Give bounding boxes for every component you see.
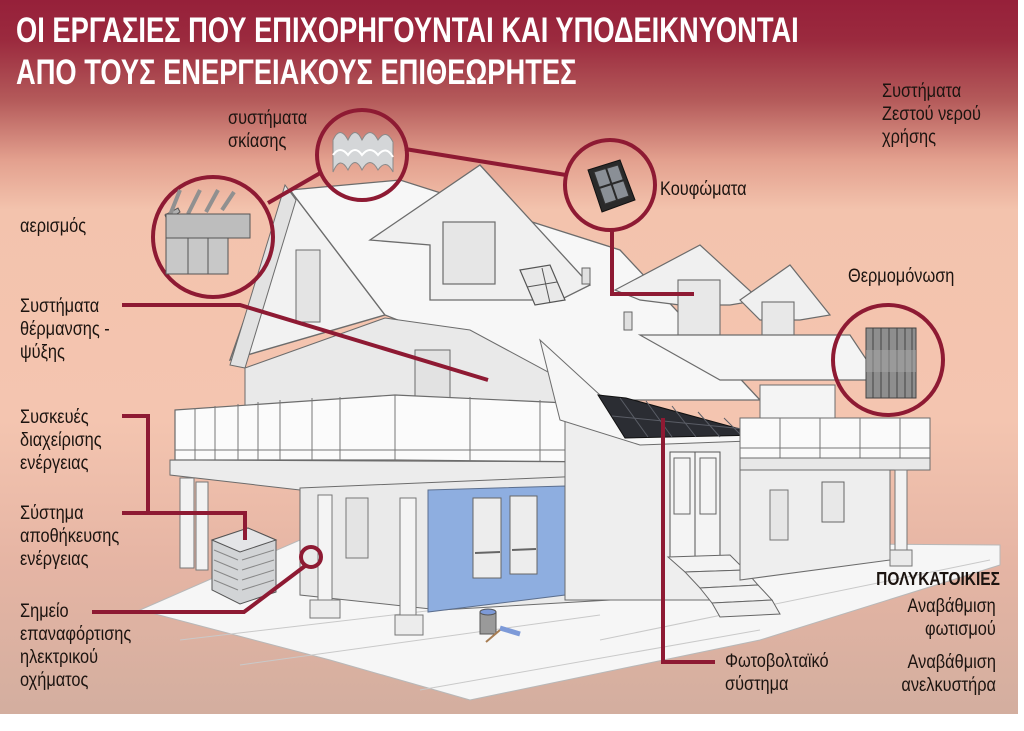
apartment-item-lighting-upgrade: Αναβάθμιση φωτισμού <box>908 595 996 641</box>
label-line: Σύστημα <box>20 503 84 524</box>
label-heating-cooling: Συστήματα θέρμανσης - ψύξης <box>20 295 110 364</box>
label-line: ενέργειας <box>20 453 89 474</box>
label-energy-storage: Σύστημα αποθήκευσης ενέργειας <box>20 502 119 571</box>
label-line: Κουφώματα <box>660 179 747 200</box>
label-line: Συστήματα <box>20 296 100 317</box>
label-ev-charging-point: Σημείο επαναφόρτισης ηλεκτρικού οχήματος <box>20 600 131 692</box>
label-line: ανελκυστήρα <box>901 675 996 696</box>
label-line: Αναβάθμιση <box>907 652 996 673</box>
label-line: θέρμανσης - <box>20 319 110 340</box>
label-line: διαχείρισης <box>20 430 102 451</box>
label-line: επαναφόρτισης <box>20 624 132 645</box>
label-windows: Κουφώματα <box>660 178 747 201</box>
label-line: σύστημα <box>725 674 789 695</box>
page-title-line-1: ΟΙ ΕΡΓΑΣΙΕΣ ΠΟΥ ΕΠΙΧΟΡΗΓΟΥΝΤΑΙ ΚΑΙ ΥΠΟΔΕ… <box>16 11 799 50</box>
apartment-buildings-heading: ΠΟΛΥΚΑΤΟΙΚΙΕΣ <box>876 569 1000 589</box>
ventilation-callout-circle <box>151 175 275 299</box>
label-line: ψύξης <box>20 342 65 363</box>
label-line: Συσκευές <box>20 407 89 428</box>
label-thermal-insulation: Θερμομόνωση <box>848 265 954 288</box>
label-line: Σημείο <box>20 601 69 622</box>
label-line: Φωτοβολταϊκό <box>725 651 829 672</box>
label-energy-management-devices: Συσκευές διαχείρισης ενέργειας <box>20 406 102 475</box>
label-line: σκίασης <box>228 131 287 152</box>
label-line: Ζεστού νερού <box>882 104 981 125</box>
label-line: φωτισμού <box>925 619 996 640</box>
label-line: αερισμός <box>20 216 87 237</box>
label-line: οχήματος <box>20 670 89 691</box>
shading-callout-circle <box>315 108 409 202</box>
label-line: ενέργειας <box>20 549 89 570</box>
insulation-callout-circle <box>831 303 945 417</box>
label-line: χρήσης <box>882 127 937 148</box>
window-callout-circle <box>563 138 657 232</box>
label-ventilation: αερισμός <box>20 215 86 238</box>
page-title-line-2: ΑΠΟ ΤΟΥΣ ΕΝΕΡΓΕΙΑΚΟΥΣ ΕΠΙΘΕΩΡΗΤΕΣ <box>16 53 577 92</box>
label-line: αποθήκευσης <box>20 526 120 547</box>
label-line: Συστήματα <box>882 81 962 102</box>
label-photovoltaic-system: Φωτοβολταϊκό σύστημα <box>725 650 829 696</box>
label-line: ηλεκτρικού <box>20 647 99 668</box>
label-shading-systems: συστήματα σκίασης <box>228 107 307 153</box>
label-line: Αναβάθμιση <box>907 596 996 617</box>
apartment-item-elevator-upgrade: Αναβάθμιση ανελκυστήρα <box>901 651 996 697</box>
label-hot-water-systems: Συστήματα Ζεστού νερού χρήσης <box>882 80 981 149</box>
label-line: Θερμομόνωση <box>848 266 955 287</box>
label-line: συστήματα <box>228 108 308 129</box>
ev-callout-circle <box>299 545 323 569</box>
